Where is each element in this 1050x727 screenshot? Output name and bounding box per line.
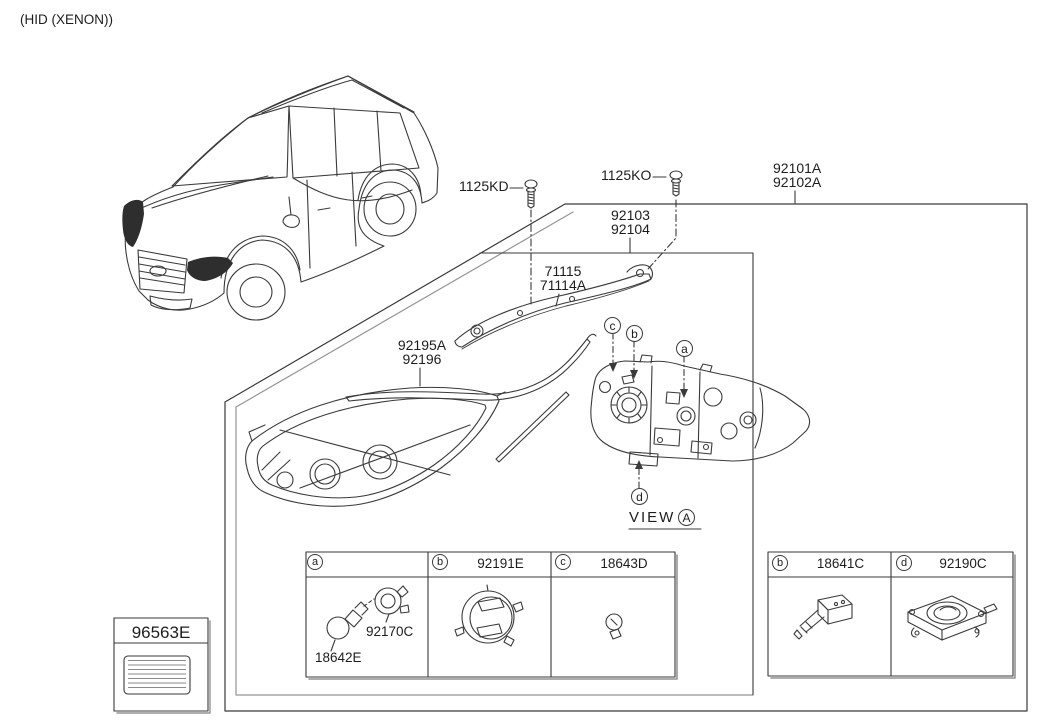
legend-part-18642E: 18642E — [315, 650, 362, 665]
legend-ref-b2-circle: b — [772, 555, 788, 571]
callout-b-circle: b — [626, 325, 643, 342]
caution-label-text-lines — [128, 660, 186, 691]
legend-part-92190C: 92190C — [939, 556, 987, 571]
car-illustration — [122, 75, 439, 321]
callout-d-circle: d — [631, 488, 648, 505]
headlamp-rear-view — [590, 354, 811, 467]
callout-a-circle: a — [676, 340, 693, 357]
leader-lines — [419, 176, 796, 530]
legend-ref-b-circle: b — [432, 554, 448, 570]
bolt-icon — [669, 170, 683, 197]
callout-c-circle: c — [604, 317, 621, 334]
bolt-icon — [524, 179, 538, 209]
headlamp-moulding-strip — [345, 333, 597, 402]
legend-table-right — [767, 551, 1016, 679]
legend-table-left — [305, 551, 678, 680]
spec-part-number: 96563E — [131, 623, 191, 642]
assembly-outline-box — [224, 203, 1028, 712]
label-bolt-right: 1125KO — [601, 167, 652, 183]
page-title: (HID (XENON)) — [20, 12, 113, 27]
label-bolt-left: 1125KD — [459, 178, 509, 194]
legend-part-18643D: 18643D — [600, 556, 648, 571]
view-ref-circle: A — [678, 509, 695, 526]
caution-label — [123, 655, 191, 695]
spec-label-box — [113, 617, 211, 714]
legend-ref-c-circle: c — [555, 554, 571, 570]
legend-part-18641C: 18641C — [816, 556, 865, 571]
legend-part-92191E: 92191E — [477, 556, 524, 571]
blacked-headlamps — [122, 199, 233, 281]
moulding-strip-lower — [495, 391, 570, 463]
view-label: VIEW — [629, 509, 676, 526]
legend-ref-d-circle: d — [896, 555, 912, 571]
legend-part-92170C: 92170C — [366, 624, 414, 639]
headlamp-bracket — [454, 264, 653, 350]
view-a-box — [479, 252, 754, 696]
legend-ref-a-circle: a — [307, 554, 323, 570]
headlamp-front-view — [245, 386, 506, 507]
